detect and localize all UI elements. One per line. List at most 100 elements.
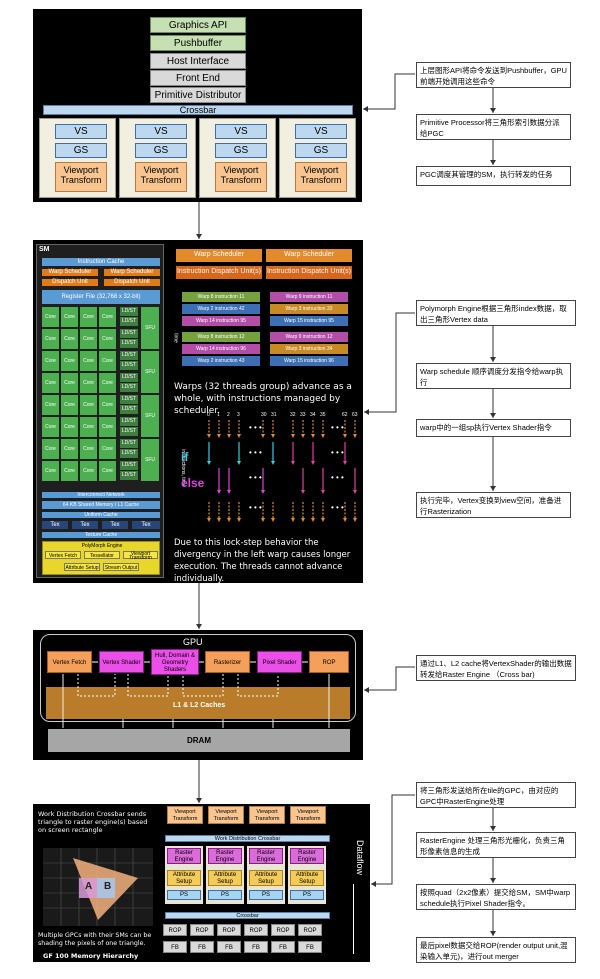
dispatch-header-right: Instruction Dispatch Unit(s)	[266, 266, 352, 279]
thread-arrowhead	[271, 461, 275, 465]
note-gpc-tile: 将三角形发送给所在tile的GPC，由对应的GPC中RasterEngine处理	[416, 782, 576, 808]
thread-arrowhead	[237, 434, 241, 438]
thread-arrowhead	[353, 518, 357, 522]
core-cell: Core	[61, 461, 78, 481]
ldst-cell: LD/ST	[120, 307, 138, 316]
attribute-setup-box: Attribute Setup	[249, 870, 283, 886]
thread-arrowhead	[217, 518, 221, 522]
note-primitive-processor: Primitive Processor将三角形索引数据分派给PGC	[416, 114, 571, 140]
dispatch-unit-right: Dispatch Unit	[104, 279, 160, 286]
wd-caption: Work Distribution Crossbar sends triangl…	[38, 810, 148, 834]
core-cell: Core	[80, 329, 97, 349]
dispatch-unit-left: Dispatch Unit	[42, 279, 98, 286]
core-cell: Core	[80, 395, 97, 415]
rop-box: ROP	[190, 924, 214, 936]
core-cell: Core	[61, 439, 78, 459]
viewport-transform-box: Viewport Transform	[249, 806, 285, 824]
warp-instruction-right: Warp 3 instruction 33	[270, 304, 348, 314]
thread-arrowhead	[321, 434, 325, 438]
ellipsis-dots: • • •	[331, 423, 344, 432]
instruction-cache: Instruction Cache	[42, 258, 160, 266]
warp-instruction-right: Warp 9 instruction 11	[270, 292, 348, 302]
attribute-setup-box: Attribute Setup	[290, 870, 324, 886]
shared-memory: 64 KB Shared Memory / L1 Cache	[42, 501, 160, 509]
panel-gpu-pipeline: GPU L1 & L2 Caches Vertex Fetch Vertex S…	[33, 630, 363, 760]
else-label: else	[181, 476, 205, 490]
ldst-cell: LD/ST	[120, 317, 138, 326]
ellipsis-dots: • • •	[249, 423, 262, 432]
thread-arrowhead	[207, 461, 211, 465]
core-cell: Core	[42, 307, 59, 327]
raster-engine-box: Raster Engine	[167, 848, 201, 864]
thread-arrowhead	[301, 490, 305, 494]
tex-unit: Tex	[102, 521, 128, 529]
ellipsis-dots: • • •	[249, 448, 262, 457]
core-cell: Core	[80, 439, 97, 459]
viewport-transform-box: Viewport Transform	[295, 162, 347, 192]
raster-engine-box: Raster Engine	[290, 848, 324, 864]
tile-a-label: A	[85, 881, 93, 892]
warp-instruction-left: Warp 14 instruction 95	[182, 316, 260, 326]
stage-vertex-shader: Vertex Shader	[99, 651, 144, 673]
core-cell: Core	[99, 373, 116, 393]
if-label: if	[181, 450, 189, 464]
panel-pipeline-top: Graphics API Pushbuffer Host Interface F…	[33, 9, 362, 202]
stream-output-box: Stream Output	[103, 563, 139, 571]
core-cell: Core	[61, 373, 78, 393]
ldst-cell: LD/ST	[120, 471, 138, 480]
thread-arrowhead	[237, 518, 241, 522]
dram: DRAM	[48, 729, 350, 752]
thread-arrowhead	[207, 518, 211, 522]
ldst-cell: LD/ST	[120, 361, 138, 370]
stack-host-interface: Host Interface	[150, 53, 246, 69]
stack-graphics-api: Graphics API	[150, 17, 246, 33]
core-cell: Core	[42, 439, 59, 459]
core-cell: Core	[61, 351, 78, 371]
ldst-cell: LD/ST	[120, 449, 138, 458]
core-cell: Core	[42, 417, 59, 437]
thread-id-label: 32	[290, 412, 296, 418]
thread-arrowhead	[343, 461, 347, 465]
core-cell: Core	[99, 329, 116, 349]
vs-box: VS	[295, 124, 347, 139]
thread-id-label: 1	[217, 412, 220, 418]
gpc-unit: VS GS Viewport Transform	[199, 118, 276, 198]
ldst-cell: LD/ST	[120, 439, 138, 448]
thread-arrowhead	[291, 461, 295, 465]
rop-box: ROP	[217, 924, 241, 936]
core-cell: Core	[61, 395, 78, 415]
thread-arrowhead	[311, 518, 315, 522]
core-cell: Core	[61, 307, 78, 327]
thread-arrowhead	[271, 434, 275, 438]
core-cell: Core	[61, 329, 78, 349]
thread-arrowhead	[311, 461, 315, 465]
thread-id-label: 35	[320, 412, 326, 418]
stage-rasterizer: Rasterizer	[205, 651, 250, 673]
ldst-cell: LD/ST	[120, 339, 138, 348]
register-file: Register File (32,768 x 32-bit)	[42, 290, 160, 304]
pipeline-arrows	[62, 661, 330, 728]
gpc-unit: VS GS Viewport Transform	[39, 118, 116, 198]
thread-arrowhead	[353, 490, 357, 494]
crossbar-lower: Crossbar	[165, 912, 330, 919]
stack-pushbuffer: Pushbuffer	[150, 35, 246, 51]
gpc-unit: VS GS Viewport Transform	[119, 118, 196, 198]
ldst-cell: LD/ST	[120, 351, 138, 360]
tex-unit: Tex	[132, 521, 160, 529]
warp-scheduler-header-left: Warp Scheduler	[176, 249, 262, 262]
note-rasterization-prep: 执行完毕，Vertex变换到view空间，准备进行Rasterization	[416, 492, 571, 518]
polymorph-label: PolyMorph Engine	[81, 543, 123, 549]
sfu-cell: SFU	[141, 395, 159, 437]
fb-box: FB	[190, 941, 214, 953]
thread-arrowhead	[271, 518, 275, 522]
thread-arrowhead	[227, 490, 231, 494]
warp-instruction-right: Warp 15 instruction 95	[270, 316, 348, 326]
sfu-cell: SFU	[141, 307, 159, 349]
core-cell: Core	[99, 395, 116, 415]
ellipsis-dots: • • •	[249, 473, 262, 482]
fb-box: FB	[271, 941, 295, 953]
thread-arrowhead	[291, 434, 295, 438]
